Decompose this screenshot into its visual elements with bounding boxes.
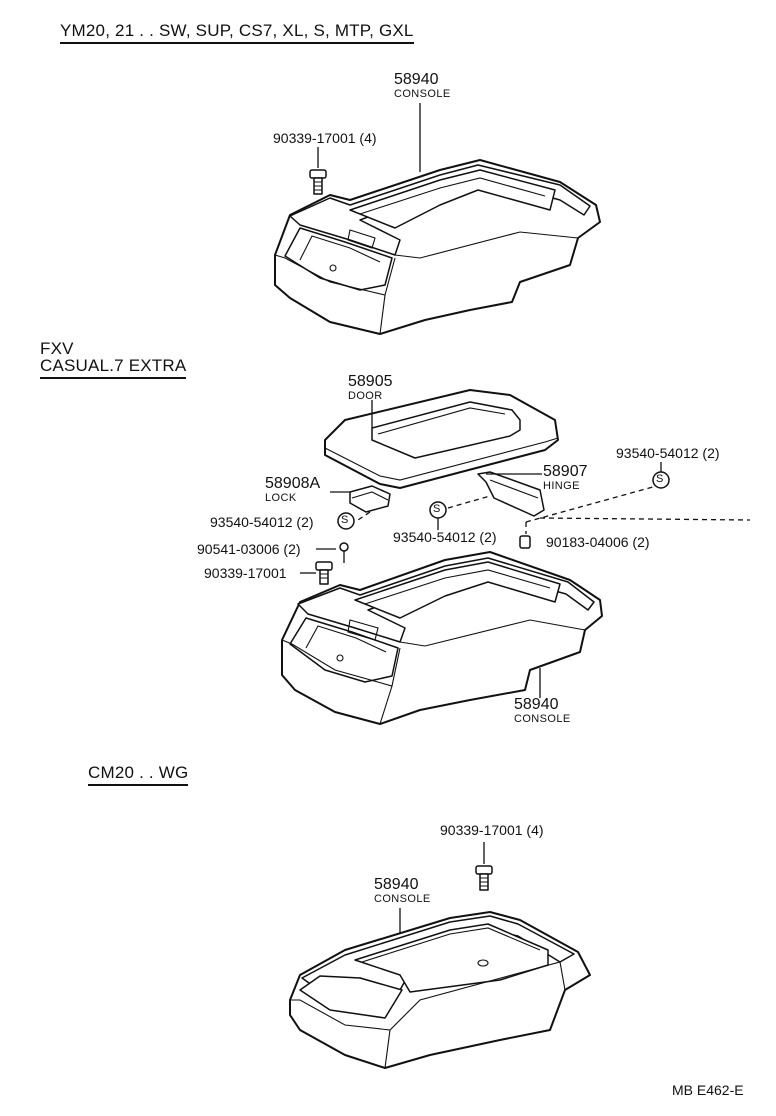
clip-center-label: 93540-54012 (2) [393, 529, 497, 545]
middle-console-number: 58940 [514, 696, 559, 713]
top-console-name: CONSOLE [394, 88, 451, 100]
door-number: 58905 [348, 373, 393, 390]
top-console-drawing [274, 159, 601, 335]
clip-marker-center-letter: S [433, 503, 441, 515]
door-name: DOOR [348, 390, 383, 402]
top-screw-label: 90339-17001 (4) [273, 130, 377, 146]
clip-marker-right-letter: S [656, 473, 664, 485]
top-section-header: YM20, 21 . . SW, SUP, CS7, XL, S, MTP, G… [60, 22, 414, 44]
nut-label: 90183-04006 (2) [546, 534, 650, 550]
bottom-console-name: CONSOLE [374, 893, 431, 905]
middle-section-header-1: FXV [40, 339, 74, 358]
footer-code: MB E462-E [672, 1082, 744, 1098]
middle-section-header-2: CASUAL.7 EXTRA [40, 357, 187, 379]
bottom-section-header: CM20 . . WG [88, 764, 189, 786]
middle-console-drawing [281, 551, 603, 725]
lock-number: 58908A [265, 475, 321, 492]
bottom-console-number: 58940 [374, 876, 419, 893]
hinge-number: 58907 [543, 463, 588, 480]
middle-console-name: CONSOLE [514, 713, 571, 725]
bottom-screw-label: 90339-17001 (4) [440, 822, 544, 838]
hinge-drawing [477, 471, 545, 517]
lock-name: LOCK [265, 492, 297, 504]
clip-marker-lock [337, 512, 355, 530]
lock-drawing [330, 485, 391, 513]
door-drawing [324, 389, 559, 489]
clip-marker-lock-letter: S [341, 514, 349, 526]
pin-label: 90541-03006 (2) [197, 541, 301, 557]
clip-lock-label: 93540-54012 (2) [210, 514, 314, 530]
hinge-name: HINGE [543, 480, 580, 492]
bottom-console-drawing [289, 865, 591, 1069]
clip-right-label: 93540-54012 (2) [616, 445, 720, 461]
top-console-number: 58940 [394, 71, 439, 88]
middle-screw-drawing [300, 561, 333, 585]
nut-drawing [519, 535, 531, 549]
middle-screw-label: 90339-17001 [204, 565, 287, 581]
pin-drawing [316, 542, 349, 563]
